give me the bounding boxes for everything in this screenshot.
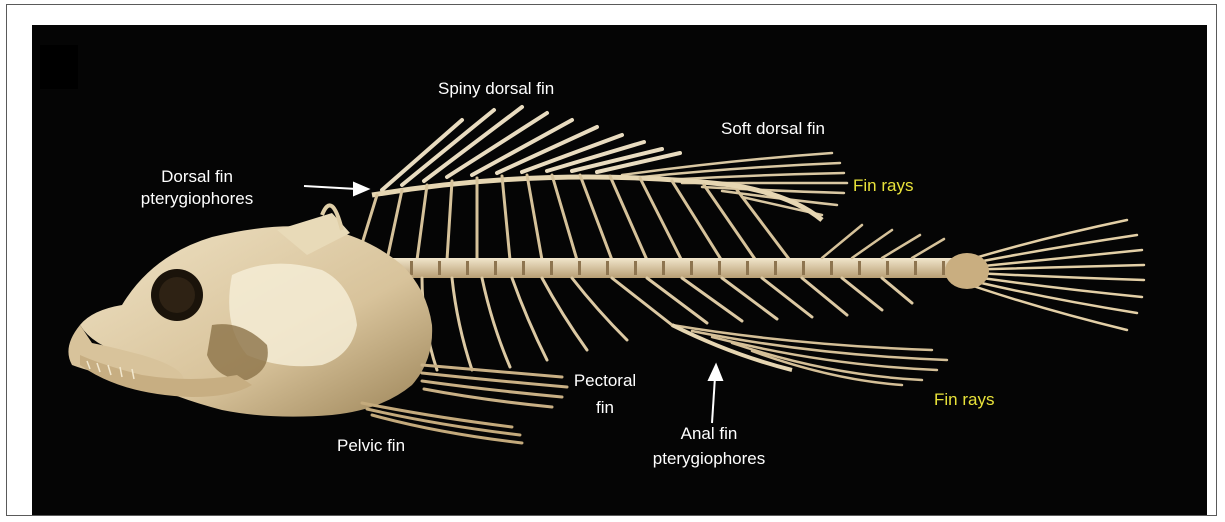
label-dorsal-fin-pterygiophores-line2: pterygiophores: [117, 188, 277, 210]
label-pelvic-fin: Pelvic fin: [337, 435, 405, 457]
fish-skeleton-photo: Spiny dorsal fin Soft dorsal fin Dorsal …: [32, 25, 1207, 515]
label-soft-dorsal-fin: Soft dorsal fin: [721, 118, 825, 140]
ribs: [391, 278, 912, 370]
label-dorsal-fin-pterygiophores-line1: Dorsal fin: [117, 166, 277, 188]
label-dorsal-fin-pterygiophores: Dorsal fin pterygiophores: [117, 166, 277, 210]
label-spiny-dorsal-fin: Spiny dorsal fin: [438, 78, 554, 100]
label-fin-rays-anal: Fin rays: [934, 389, 994, 411]
pectoral-fin: [422, 365, 567, 407]
neural-spines: [822, 225, 944, 258]
anal-pterygiophores-arrow: [709, 365, 722, 423]
label-pectoral-fin: Pectoral fin: [560, 370, 650, 419]
label-pectoral-fin-line1: Pectoral: [560, 370, 650, 392]
label-fin-rays-dorsal: Fin rays: [853, 175, 913, 197]
dorsal-pterygiophores-arrow: [304, 183, 368, 195]
anal-pterygiophore-row: [672, 325, 792, 370]
fish-skeleton-illustration: [32, 25, 1207, 515]
caudal-peduncle: [945, 253, 989, 289]
label-anal-fin-pterygiophores-line1: Anal fin: [624, 423, 794, 445]
label-anal-fin-pterygiophores: Anal fin pterygiophores: [624, 423, 794, 470]
label-pectoral-fin-line2: fin: [560, 397, 650, 419]
label-anal-fin-pterygiophores-line2: pterygiophores: [624, 448, 794, 470]
vertebral-column: [362, 258, 962, 278]
